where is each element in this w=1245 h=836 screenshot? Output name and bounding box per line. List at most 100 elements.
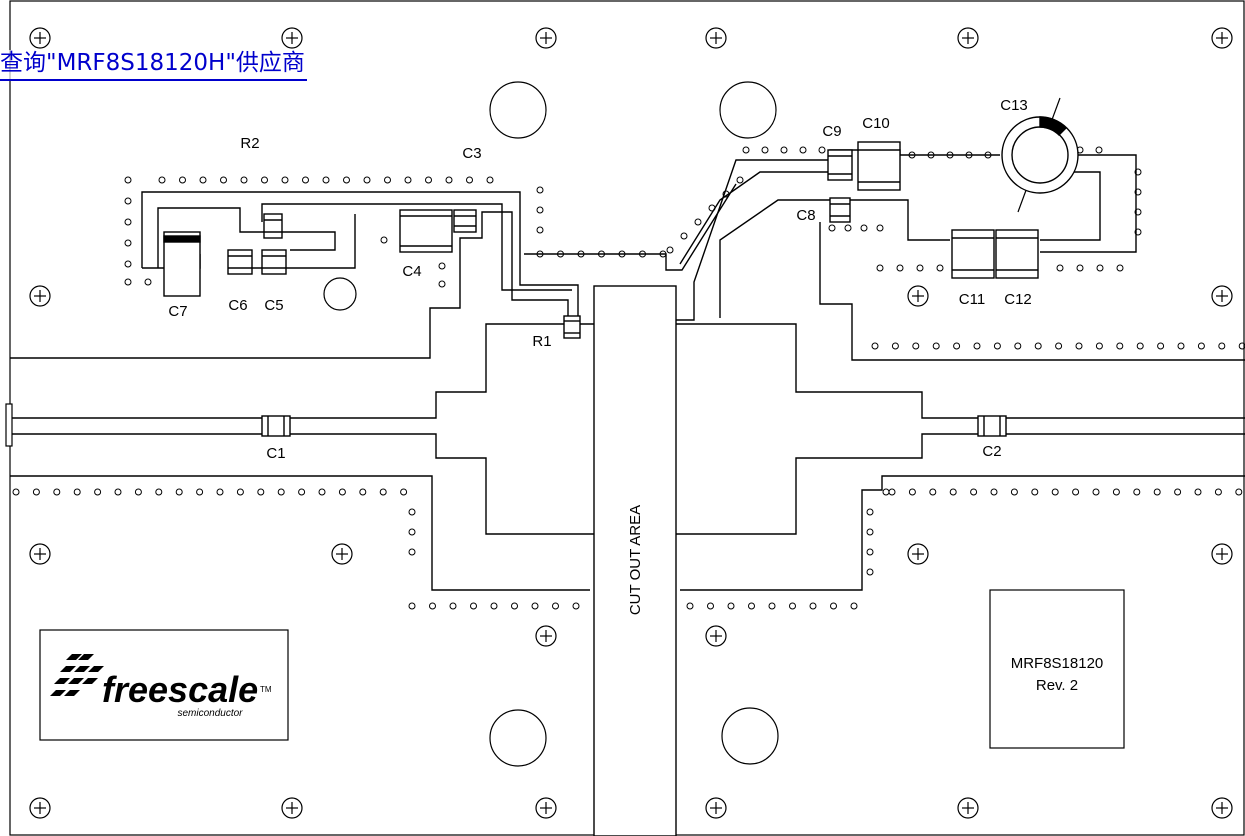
mounting-hole-icon xyxy=(907,543,929,565)
via-icon xyxy=(1072,488,1080,496)
unplated-hole xyxy=(489,81,547,139)
label-c9: C9 xyxy=(822,123,841,140)
via-icon xyxy=(818,146,826,154)
part-number: MRF8S18120 xyxy=(1011,655,1104,672)
capacitor-c5 xyxy=(261,249,287,275)
via-icon xyxy=(94,488,102,496)
via-icon xyxy=(799,146,807,154)
via-icon xyxy=(809,602,817,610)
via-icon xyxy=(380,236,388,244)
output-line-bottom xyxy=(676,433,1245,535)
c13-return xyxy=(1040,154,1137,253)
via-icon xyxy=(990,488,998,496)
via-icon xyxy=(124,260,132,268)
via-icon xyxy=(916,264,924,272)
input-edge-connector xyxy=(5,403,13,447)
logo-brand: freescale xyxy=(102,669,258,710)
via-icon xyxy=(876,224,884,232)
logo-tm: TM xyxy=(260,685,272,694)
input-ground-region xyxy=(10,211,569,359)
label-c10: C10 xyxy=(862,115,890,132)
via-icon xyxy=(261,176,268,184)
unplated-hole xyxy=(323,277,357,311)
freescale-logo-icon xyxy=(50,654,104,696)
input-line-bottom xyxy=(10,433,594,535)
output-traces xyxy=(524,149,1245,591)
capacitor-c7 xyxy=(163,231,201,297)
label-r2: R2 xyxy=(240,135,259,152)
capacitor-c13 xyxy=(1001,97,1079,213)
mounting-hole-icon xyxy=(957,797,979,819)
via-icon xyxy=(32,488,40,496)
via-icon xyxy=(780,146,788,154)
via-icon xyxy=(866,508,874,516)
unplated-hole xyxy=(719,81,777,139)
via-icon xyxy=(400,488,408,496)
via-icon xyxy=(281,176,289,184)
via-icon xyxy=(1235,488,1243,496)
via-icon xyxy=(789,602,796,610)
via-icon xyxy=(257,488,265,496)
mounting-hole-icon xyxy=(907,285,929,307)
via-icon xyxy=(338,488,346,496)
via-icon xyxy=(486,176,494,184)
via-icon xyxy=(1197,342,1205,350)
via-icon xyxy=(742,146,750,154)
via-icon xyxy=(379,488,387,496)
supplier-search-link[interactable]: 查询"MRF8S18120H"供应商 xyxy=(0,50,307,81)
via-icon xyxy=(572,602,580,610)
via-icon xyxy=(449,602,457,610)
via-icon xyxy=(1095,146,1103,154)
mounting-hole-icon xyxy=(281,27,303,49)
via-icon xyxy=(53,488,61,496)
via-icon xyxy=(408,548,416,556)
label-c13: C13 xyxy=(1000,97,1028,114)
via-icon xyxy=(236,488,244,496)
via-icon xyxy=(866,528,874,536)
via-icon xyxy=(694,218,702,226)
via-icon xyxy=(912,342,920,350)
via-icon xyxy=(536,226,544,234)
via-icon xyxy=(155,488,163,496)
via-icon xyxy=(531,602,539,610)
via-icon xyxy=(302,176,309,184)
label-c12: C12 xyxy=(1004,291,1032,308)
mounting-hole-icon xyxy=(535,625,557,647)
mounting-hole-icon xyxy=(331,543,353,565)
via-icon xyxy=(1218,342,1226,350)
mounting-hole-icon xyxy=(535,797,557,819)
via-icon xyxy=(199,176,207,184)
capacitor-c6 xyxy=(227,249,253,275)
via-icon xyxy=(891,342,899,350)
via-icon xyxy=(707,602,714,610)
cutout-area-label: CUT OUT AREA xyxy=(627,505,644,615)
capacitor-c2 xyxy=(977,415,1007,437)
resistor-r2 xyxy=(263,213,283,239)
via-icon xyxy=(993,342,1001,350)
via-icon xyxy=(1116,342,1124,350)
via-icon xyxy=(404,176,412,184)
via-icon xyxy=(438,262,446,270)
via-icon xyxy=(1153,488,1161,496)
via-icon xyxy=(144,278,152,286)
label-c6: C6 xyxy=(228,297,247,314)
freescale-logo-box: freescale TM semiconductor xyxy=(39,629,289,741)
mounting-holes xyxy=(29,27,1233,819)
components-group xyxy=(163,97,1079,437)
c8-to-c11 xyxy=(850,199,950,241)
via-icon xyxy=(748,602,755,610)
cutout-area xyxy=(593,285,677,836)
via-icon xyxy=(953,342,961,350)
via-icon xyxy=(932,342,940,350)
via-icon xyxy=(511,602,518,610)
logo-sub: semiconductor xyxy=(177,708,243,719)
label-c1: C1 xyxy=(266,445,285,462)
output-line-top xyxy=(676,323,1245,419)
via-icon xyxy=(882,488,890,496)
via-icon xyxy=(429,602,436,610)
mounting-hole-icon xyxy=(705,797,727,819)
output-ground-upper xyxy=(819,222,1245,361)
via-icon xyxy=(1157,342,1165,350)
via-icon xyxy=(973,342,981,350)
